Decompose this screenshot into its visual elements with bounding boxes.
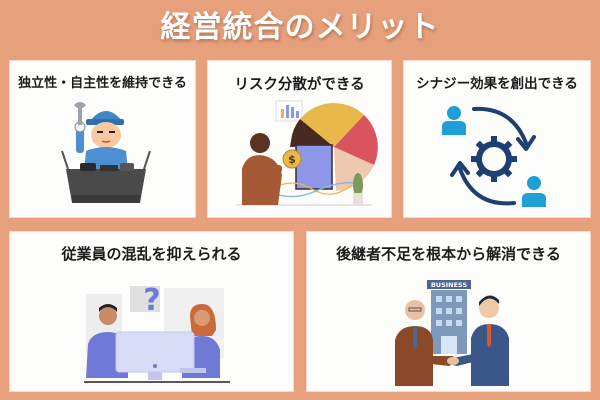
panel-title: リスク分散ができる xyxy=(234,77,365,93)
cycle-arrow-icon xyxy=(458,167,516,206)
panel-synergy: シナジー効果を創出できる xyxy=(404,61,590,217)
panel-title: 従業員の混乱を抑えられる xyxy=(61,245,242,263)
synergy-cycle-illustration xyxy=(442,106,546,207)
gear-icon xyxy=(471,136,517,182)
person-icon xyxy=(527,176,541,190)
mechanic-illustration xyxy=(61,102,151,203)
business-handshake-illustration: BUSINESS xyxy=(395,280,509,386)
panel-risk-diversification: リスク分散ができる $ xyxy=(208,61,391,217)
svg-text:$: $ xyxy=(288,153,296,166)
risk-pie-illustration: $ xyxy=(236,100,378,206)
panel-independence: 独立性・自主性を維持できる xyxy=(10,61,195,217)
panel-succession: 後継者不足を根本から解消できる BUSINESS xyxy=(307,232,590,391)
page-title: 経営統合のメリット xyxy=(160,10,440,45)
panel-title: 独立性・自主性を維持できる xyxy=(18,76,187,91)
question-mark-icon: ? xyxy=(143,283,160,318)
panel-title: 後継者不足を根本から解消できる xyxy=(336,245,561,263)
confused-coworkers-illustration: ? xyxy=(84,283,230,383)
person-icon xyxy=(447,106,461,120)
business-sign: BUSINESS xyxy=(431,281,468,289)
panel-title: シナジー効果を創出できる xyxy=(416,76,578,92)
panel-employee-confusion: 従業員の混乱を抑えられる ? xyxy=(10,232,293,391)
cycle-arrow-icon xyxy=(472,106,528,145)
